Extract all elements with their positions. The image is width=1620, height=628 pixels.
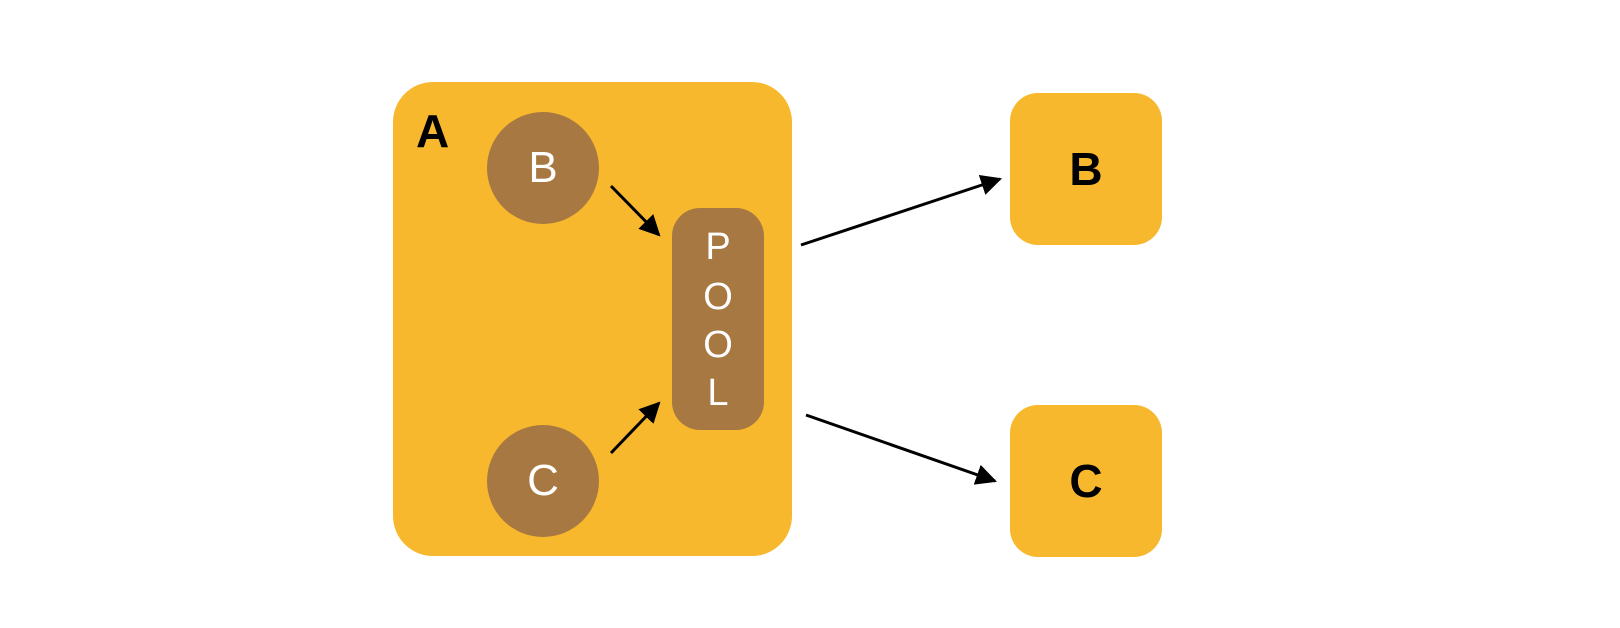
target-b-label: B	[1069, 143, 1103, 195]
node-c-circle: C	[487, 425, 599, 537]
pool-letter-p: P	[705, 226, 731, 268]
node-c-label: C	[527, 456, 559, 505]
node-b-circle: B	[487, 112, 599, 224]
arrow-to-target-b	[800, 174, 1002, 247]
pool-letter-o2: O	[703, 324, 733, 366]
target-box-c: C	[1010, 405, 1162, 557]
pool-letter-l: L	[707, 372, 729, 414]
arrow-to-target-c	[805, 413, 997, 485]
target-c-label: C	[1069, 455, 1103, 507]
pool-box	[672, 208, 764, 430]
container-a-label: A	[416, 105, 450, 157]
node-b-label: B	[528, 143, 558, 192]
pool-letter-o1: O	[703, 276, 733, 318]
target-box-b: B	[1010, 93, 1162, 245]
